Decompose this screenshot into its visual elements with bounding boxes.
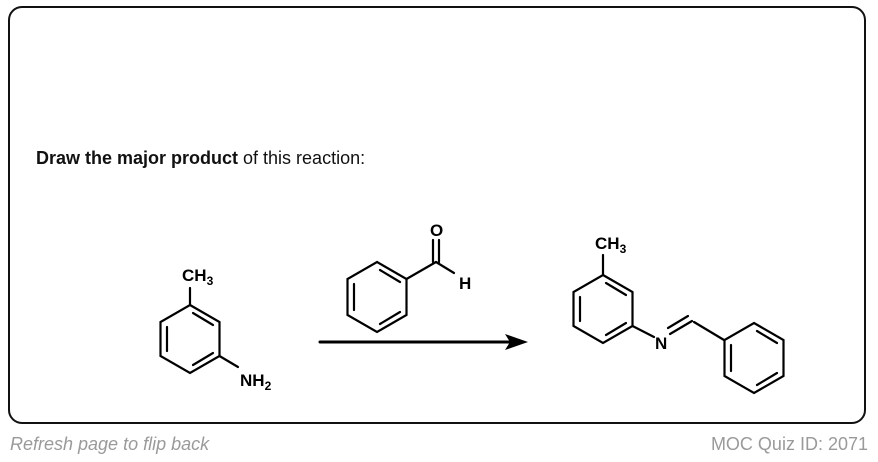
- oxygen-label: O: [430, 221, 443, 240]
- product-methyl-label: CH3: [595, 234, 627, 256]
- nitrogen-label: N: [655, 334, 667, 353]
- refresh-hint: Refresh page to flip back: [10, 434, 210, 454]
- quiz-card[interactable]: [8, 6, 866, 424]
- reactant-m-toluidine: CH3 NH2: [159, 266, 272, 393]
- question-bold: Draw the major product: [36, 148, 239, 168]
- reactant-amine-label: NH2: [240, 371, 272, 393]
- question-text: Draw the major product of this reaction:: [36, 148, 365, 169]
- quiz-id: MOC Quiz ID: 2071: [710, 434, 868, 454]
- reagent-benzaldehyde: O H: [346, 221, 471, 334]
- hydrogen-label: H: [459, 274, 471, 293]
- reaction-arrow: [318, 334, 528, 350]
- product-imine: CH3 N: [572, 234, 785, 395]
- question-rest: of this reaction:: [238, 148, 366, 168]
- reactant-methyl-label: CH3: [182, 266, 214, 288]
